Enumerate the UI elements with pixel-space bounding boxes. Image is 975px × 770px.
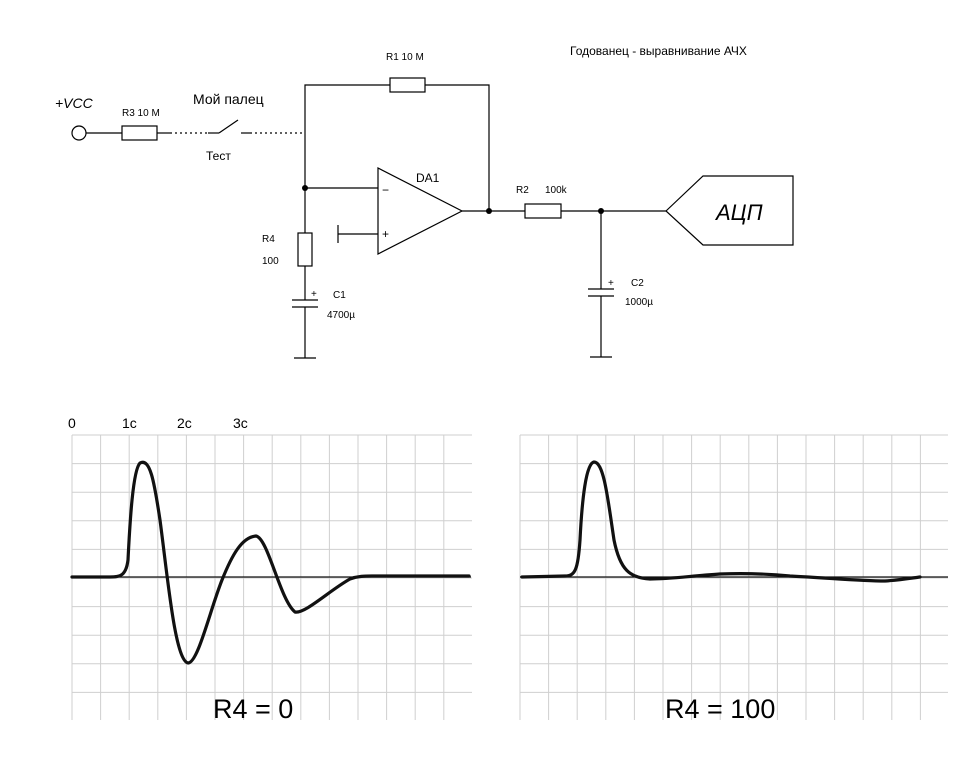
c1-label: C1 (333, 290, 346, 301)
c1-plus: + (311, 289, 317, 300)
r4-value: 100 (262, 256, 279, 267)
da1-label: DA1 (416, 171, 440, 185)
plot-grid (519, 434, 948, 720)
resistor-r2 (524, 203, 562, 219)
response-trace (70, 460, 471, 665)
c2-value: 1000µ (625, 297, 653, 308)
vcc-label: +VCC (55, 95, 94, 111)
opamp-minus: − (382, 183, 389, 197)
r3-label: R3 10 M (122, 108, 160, 119)
figure-title: Годованец - выравнивание АЧХ (570, 44, 747, 58)
resistor-r4 (297, 232, 313, 267)
test-label: Тест (206, 149, 231, 163)
r2-label: R2 (516, 185, 529, 196)
time-label-3: 3c (233, 415, 248, 431)
plot-caption: R4 = 0 (213, 694, 293, 724)
time-label-0: 0 (68, 415, 76, 431)
c2-plus: + (608, 278, 614, 289)
r4-label: R4 (262, 234, 275, 245)
plot-r4-0: R4 = 0 (70, 434, 472, 724)
plot-caption: R4 = 100 (665, 694, 775, 724)
opamp-da1 (377, 167, 464, 255)
adc-block (665, 175, 794, 246)
plot-r4-100: R4 = 100 (519, 434, 948, 724)
r2-value: 100k (545, 185, 568, 196)
finger-label: Мой палец (193, 91, 264, 107)
r1-label: R1 10 M (386, 52, 424, 63)
time-label-1: 1c (122, 415, 137, 431)
time-label-2: 2c (177, 415, 192, 431)
switch-lever (218, 119, 239, 134)
resistor-r3 (121, 125, 158, 141)
c2-label: C2 (631, 278, 644, 289)
adc-label: АЦП (714, 200, 763, 225)
circuit: +VCC R3 10 M Мой палец Тест R1 10 M DA1 … (55, 52, 794, 359)
vcc-terminal (71, 125, 87, 141)
junction-dot (486, 208, 492, 214)
resistor-r1 (389, 77, 426, 93)
c1-value: 4700µ (327, 310, 355, 321)
opamp-plus: + (382, 227, 389, 241)
response-trace (520, 460, 922, 583)
